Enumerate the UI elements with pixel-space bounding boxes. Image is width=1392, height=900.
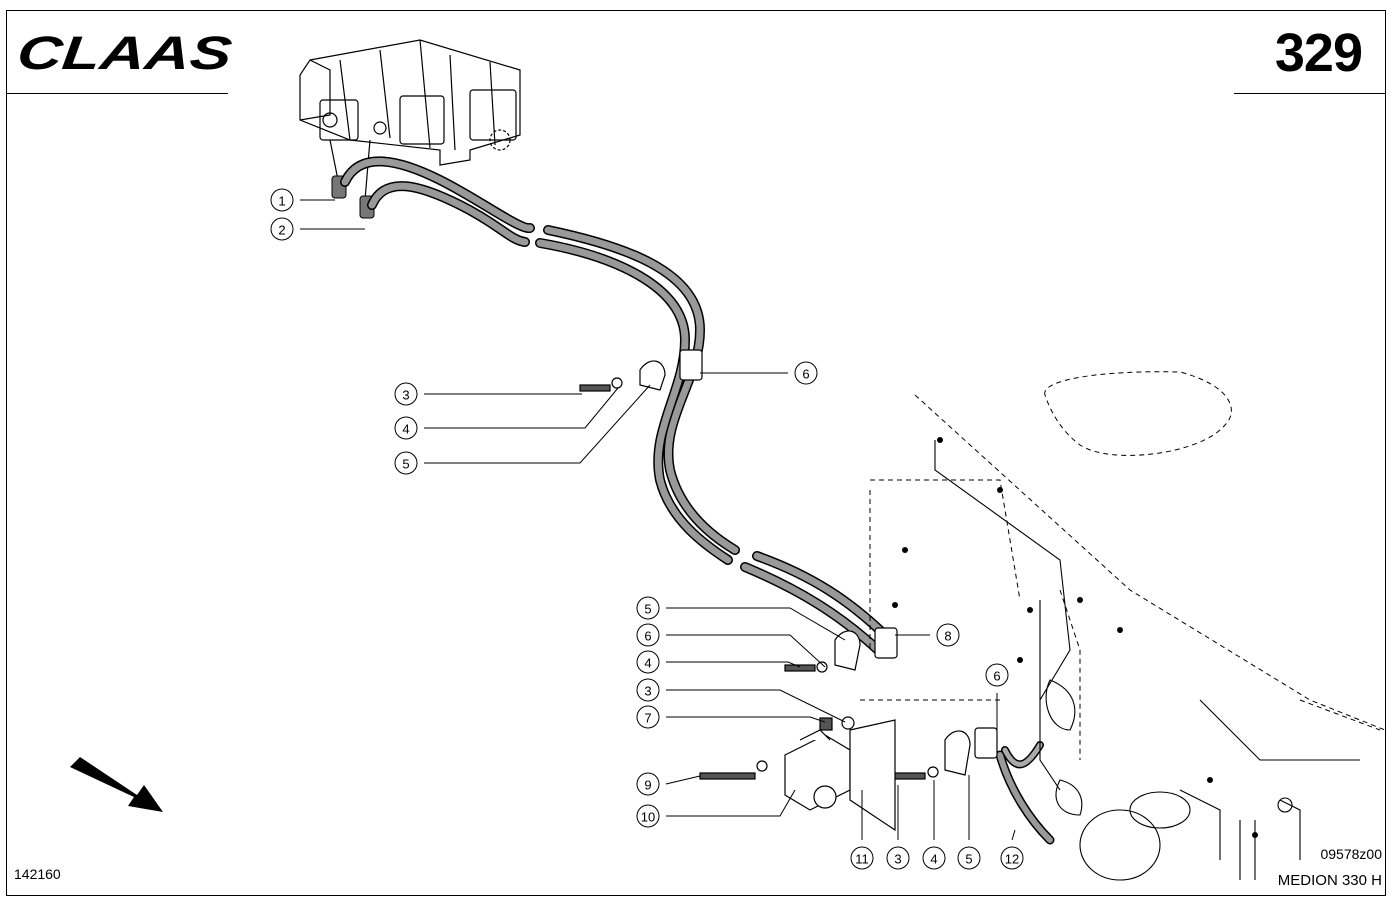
callout-washer: 4 [394,387,619,440]
callout-number: 5 [402,457,409,472]
hydraulic-valve-block [299,39,521,201]
callout-number: 2 [278,223,285,238]
callout-circle [394,451,418,475]
callout-circle [636,623,660,647]
valve-assembly [784,719,896,832]
callout-long-bolt: 9 [636,772,701,796]
callout-bolt: 3 [636,678,846,723]
callout-number: 6 [993,669,1000,684]
drawing-number: 142160 [14,866,61,882]
callout-hose-clamp: 6 [700,361,818,385]
callout-number: 3 [894,852,901,867]
tractor-frame-outline [860,371,1386,760]
brand-wordmark: CLAAS [18,30,234,74]
callout-leader-line [666,607,846,641]
frame-holes [892,437,1258,838]
callout-number: 4 [644,656,651,671]
page-frame [6,10,1386,896]
callout-number: 8 [944,629,951,644]
callout-leader-line [1011,829,1016,841]
callout-circle [636,596,660,620]
callout-number: 7 [644,711,651,726]
callout-number: 5 [644,602,651,617]
callout-circle [957,846,981,870]
callout-number: 11 [855,852,869,867]
callout-leader-line [424,387,619,429]
direction-arrow [70,757,163,812]
callout-circle [394,382,418,406]
callout-number: 3 [644,684,651,699]
callout-number: 6 [644,629,651,644]
header-rule-right [1234,93,1386,94]
callout-circle [1000,846,1024,870]
page-number: 329 [1274,23,1363,83]
callout-clamp-half: 5 [636,596,846,641]
callout-hydraulic-hose: 12 [1000,829,1024,870]
callout-circle [985,663,1009,687]
clamps-and-hardware [579,349,998,780]
callout-circle [636,678,660,702]
callout-circle [636,772,660,796]
callout-leader-line [666,634,826,668]
callout-valve-block: 10 [636,789,796,828]
callout-number: 5 [965,852,972,867]
callout-circle [270,217,294,241]
callout-circle [636,650,660,674]
claas-logo-graphic: CLAAS [15,26,235,79]
callout-hose-clamp: 6 [985,663,1009,735]
callout-hose-fitting-upper: 1 [270,188,335,212]
claas-logo: CLAAS [15,26,238,79]
upper-fittings [331,175,375,219]
callout-mounting-plate: 11 [850,790,874,870]
callout-number: 12 [1005,852,1019,867]
callout-hose-fitting-lower: 2 [270,217,365,241]
callout-hose-clamp: 6 [636,623,826,668]
callout-screw-small: 8 [895,623,960,647]
callout-leader-line [666,689,846,723]
callout-circle [850,846,874,870]
callout-circle [886,846,910,870]
figure-code: 09578z00 [1320,846,1382,862]
callout-leader-line [665,775,701,785]
header-rule-left [6,93,228,94]
callout-bolt: 3 [394,382,582,406]
callout-circle [922,846,946,870]
hose-bundle [340,156,1055,845]
callout-leader-line [666,716,826,723]
callout-number: 6 [802,367,809,382]
callout-leader-line [424,384,651,464]
callout-washer: 4 [922,780,946,870]
callout-circle [270,188,294,212]
callout-clamp-half: 5 [957,775,981,870]
callout-leader-line [666,661,801,668]
callout-leader-line [666,789,796,817]
callout-number: 4 [930,852,937,867]
callout-circle [636,804,660,828]
model-name: MEDION 330 H [1277,872,1382,889]
callout-clamp-half: 5 [394,384,651,475]
callout-circle [394,416,418,440]
callout-number: 4 [402,422,409,437]
callout-washer: 4 [636,650,801,674]
callout-bolt: 3 [886,785,910,870]
callout-number: 10 [641,810,655,825]
tractor-frame [934,440,1360,881]
callout-circle [794,361,818,385]
callout-circle [636,705,660,729]
callout-number: 9 [644,778,651,793]
callout-number: 3 [402,388,409,403]
callout-washer-small: 7 [636,705,826,729]
callout-number: 1 [278,194,285,209]
callout-circle [936,623,960,647]
